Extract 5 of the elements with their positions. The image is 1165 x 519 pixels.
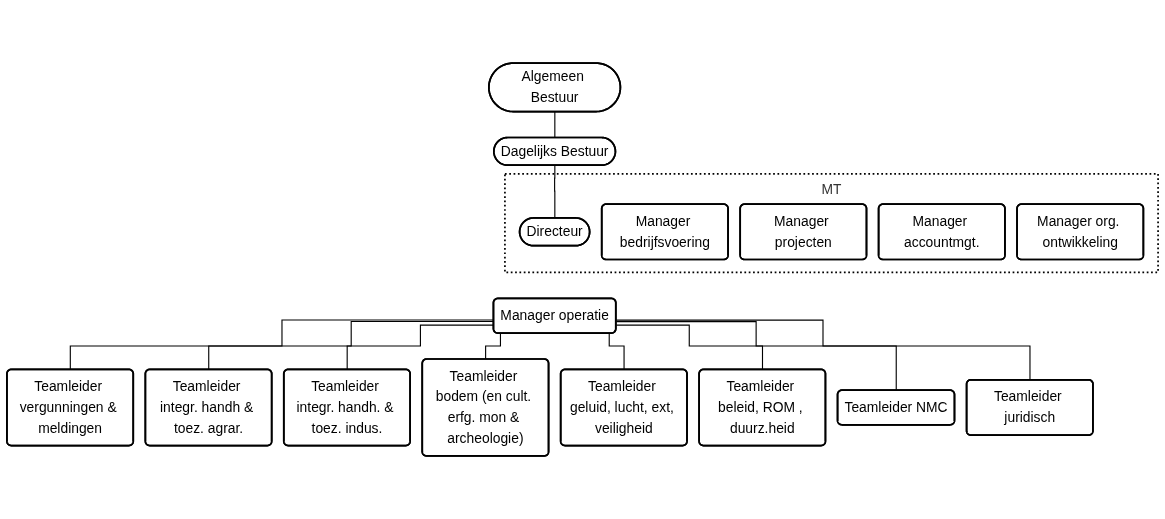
- connector: [615, 321, 897, 392]
- connector: [615, 324, 764, 371]
- connector: [554, 111, 556, 139]
- connector: [615, 319, 1031, 381]
- connector: [554, 165, 556, 219]
